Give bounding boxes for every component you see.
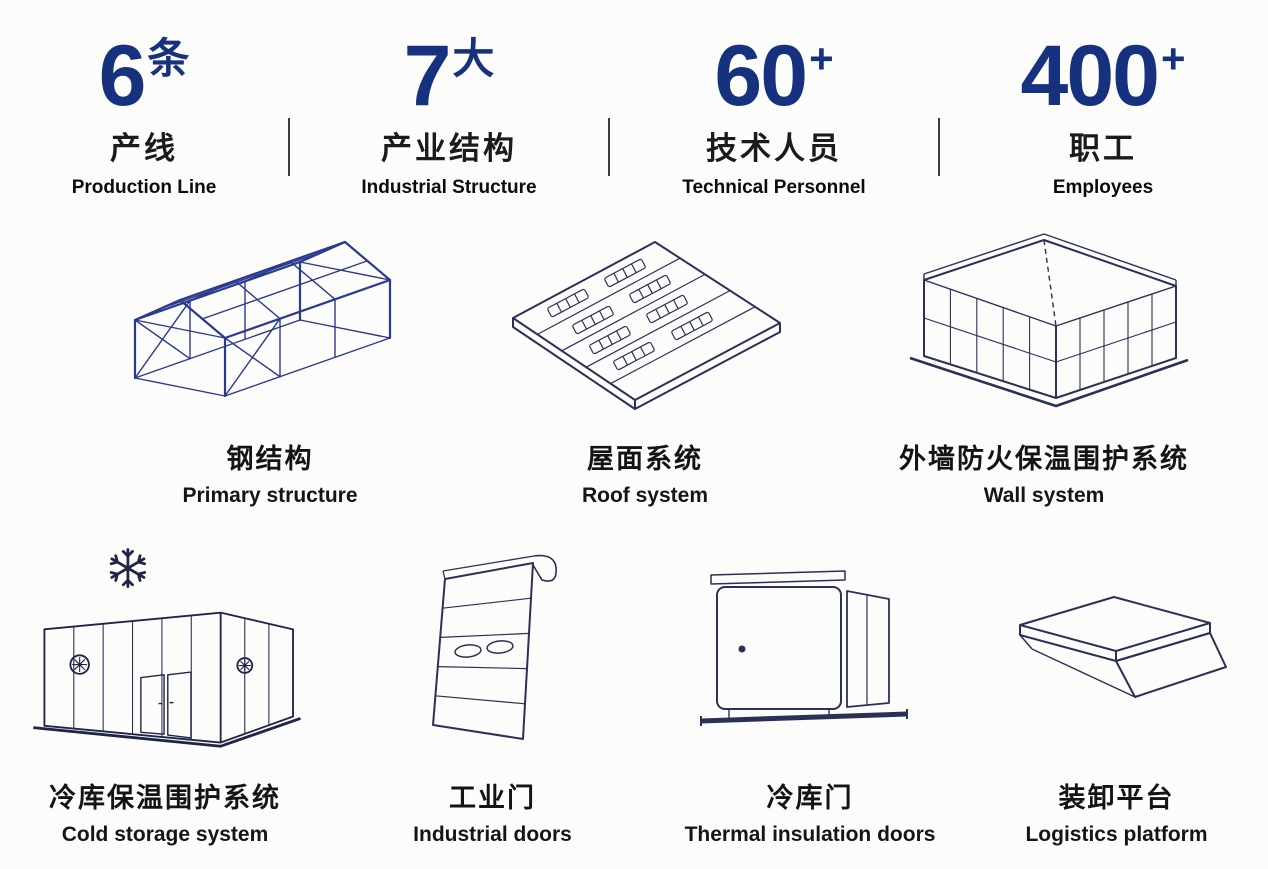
stat-production-line: 6 条 产线 Production Line: [0, 28, 288, 199]
stat-divider: [608, 118, 610, 176]
stat-label-zh: 职工: [1069, 131, 1137, 167]
stat-value: 400: [1020, 28, 1159, 124]
product-cold-storage: 冷库保温围护系统 Cold storage system: [0, 544, 330, 847]
stat-divider: [938, 118, 940, 176]
product-loading-platform: 装卸平台 Logistics platform: [965, 544, 1268, 847]
product-steel-structure: 钢结构 Primary structure: [70, 223, 470, 508]
roof-system-figure: [470, 223, 820, 423]
thermal-door-figure: [655, 544, 965, 762]
snowflake-icon: [109, 548, 147, 589]
stat-value: 6: [98, 28, 147, 124]
thermal-door-icon: [700, 570, 908, 727]
stat-value: 7: [403, 28, 452, 124]
stat-label-zh: 产线: [110, 131, 178, 167]
product-label-zh: 钢结构: [226, 444, 314, 475]
product-label-zh: 冷库门: [766, 783, 854, 814]
loading-platform-figure: [965, 544, 1268, 762]
stat-employees-number: 400 +: [940, 28, 1266, 124]
stat-label-en: Industrial Structure: [361, 177, 537, 199]
product-label-zh: 外墙防火保温围护系统: [899, 444, 1189, 475]
product-label-zh: 冷库保温围护系统: [49, 783, 281, 814]
steel-structure-icon: [133, 241, 392, 398]
stat-unit: 大: [452, 35, 495, 82]
stat-employees: 400 + 职工 Employees: [940, 28, 1266, 199]
wall-system-figure: [820, 223, 1268, 423]
product-label-en: Cold storage system: [61, 823, 269, 847]
products-row-1: 钢结构 Primary structure: [70, 223, 1268, 508]
stat-industrial-structure-number: 7 大: [290, 28, 608, 124]
stats-row: 6 条 产线 Production Line 7 大 产业结构 Industri…: [0, 0, 1268, 199]
stat-label-en: Production Line: [71, 177, 217, 199]
roof-system-icon: [512, 241, 781, 411]
products-row-2: 冷库保温围护系统 Cold storage system: [0, 544, 1268, 847]
stat-technical-personnel: 60 + 技术人员 Technical Personnel: [610, 28, 938, 199]
product-label-en: Industrial doors: [413, 823, 572, 847]
product-thermal-door: 冷库门 Thermal insulation doors: [655, 544, 965, 847]
product-industrial-door: 工业门 Industrial doors: [330, 544, 655, 847]
stat-unit: 条: [147, 35, 190, 82]
stat-value: 60: [714, 28, 808, 124]
product-label-zh: 装卸平台: [1058, 783, 1175, 814]
product-label-en: Primary structure: [182, 484, 358, 508]
cold-storage-icon: [33, 548, 301, 749]
loading-platform-icon: [1018, 596, 1227, 699]
stat-unit: +: [1160, 35, 1186, 82]
stat-label-zh: 技术人员: [706, 131, 842, 167]
fan-icon: [236, 657, 254, 675]
product-label-en: Wall system: [983, 484, 1105, 508]
stat-label-en: Technical Personnel: [682, 177, 866, 199]
stat-unit: +: [809, 35, 834, 82]
steel-structure-figure: [70, 223, 470, 423]
product-label-zh: 工业门: [449, 783, 536, 814]
product-label-en: Thermal insulation doors: [684, 823, 936, 847]
product-label-en: Logistics platform: [1025, 823, 1208, 847]
cold-storage-figure: [0, 544, 330, 762]
stat-technical-personnel-number: 60 +: [610, 28, 938, 124]
stat-industrial-structure: 7 大 产业结构 Industrial Structure: [290, 28, 608, 199]
wall-system-icon: [909, 233, 1189, 408]
product-label-zh: 屋面系统: [587, 444, 703, 475]
industrial-door-icon: [431, 555, 557, 741]
product-label-en: Roof system: [581, 484, 709, 508]
fan-icon: [69, 654, 90, 676]
stat-divider: [288, 118, 290, 176]
stat-production-line-number: 6 条: [0, 28, 288, 124]
stat-label-zh: 产业结构: [381, 131, 517, 167]
industrial-door-figure: [330, 544, 655, 762]
product-roof-system: 屋面系统 Roof system: [470, 223, 820, 508]
stat-label-en: Employees: [1052, 177, 1154, 199]
product-wall-system: 外墙防火保温围护系统 Wall system: [820, 223, 1268, 508]
